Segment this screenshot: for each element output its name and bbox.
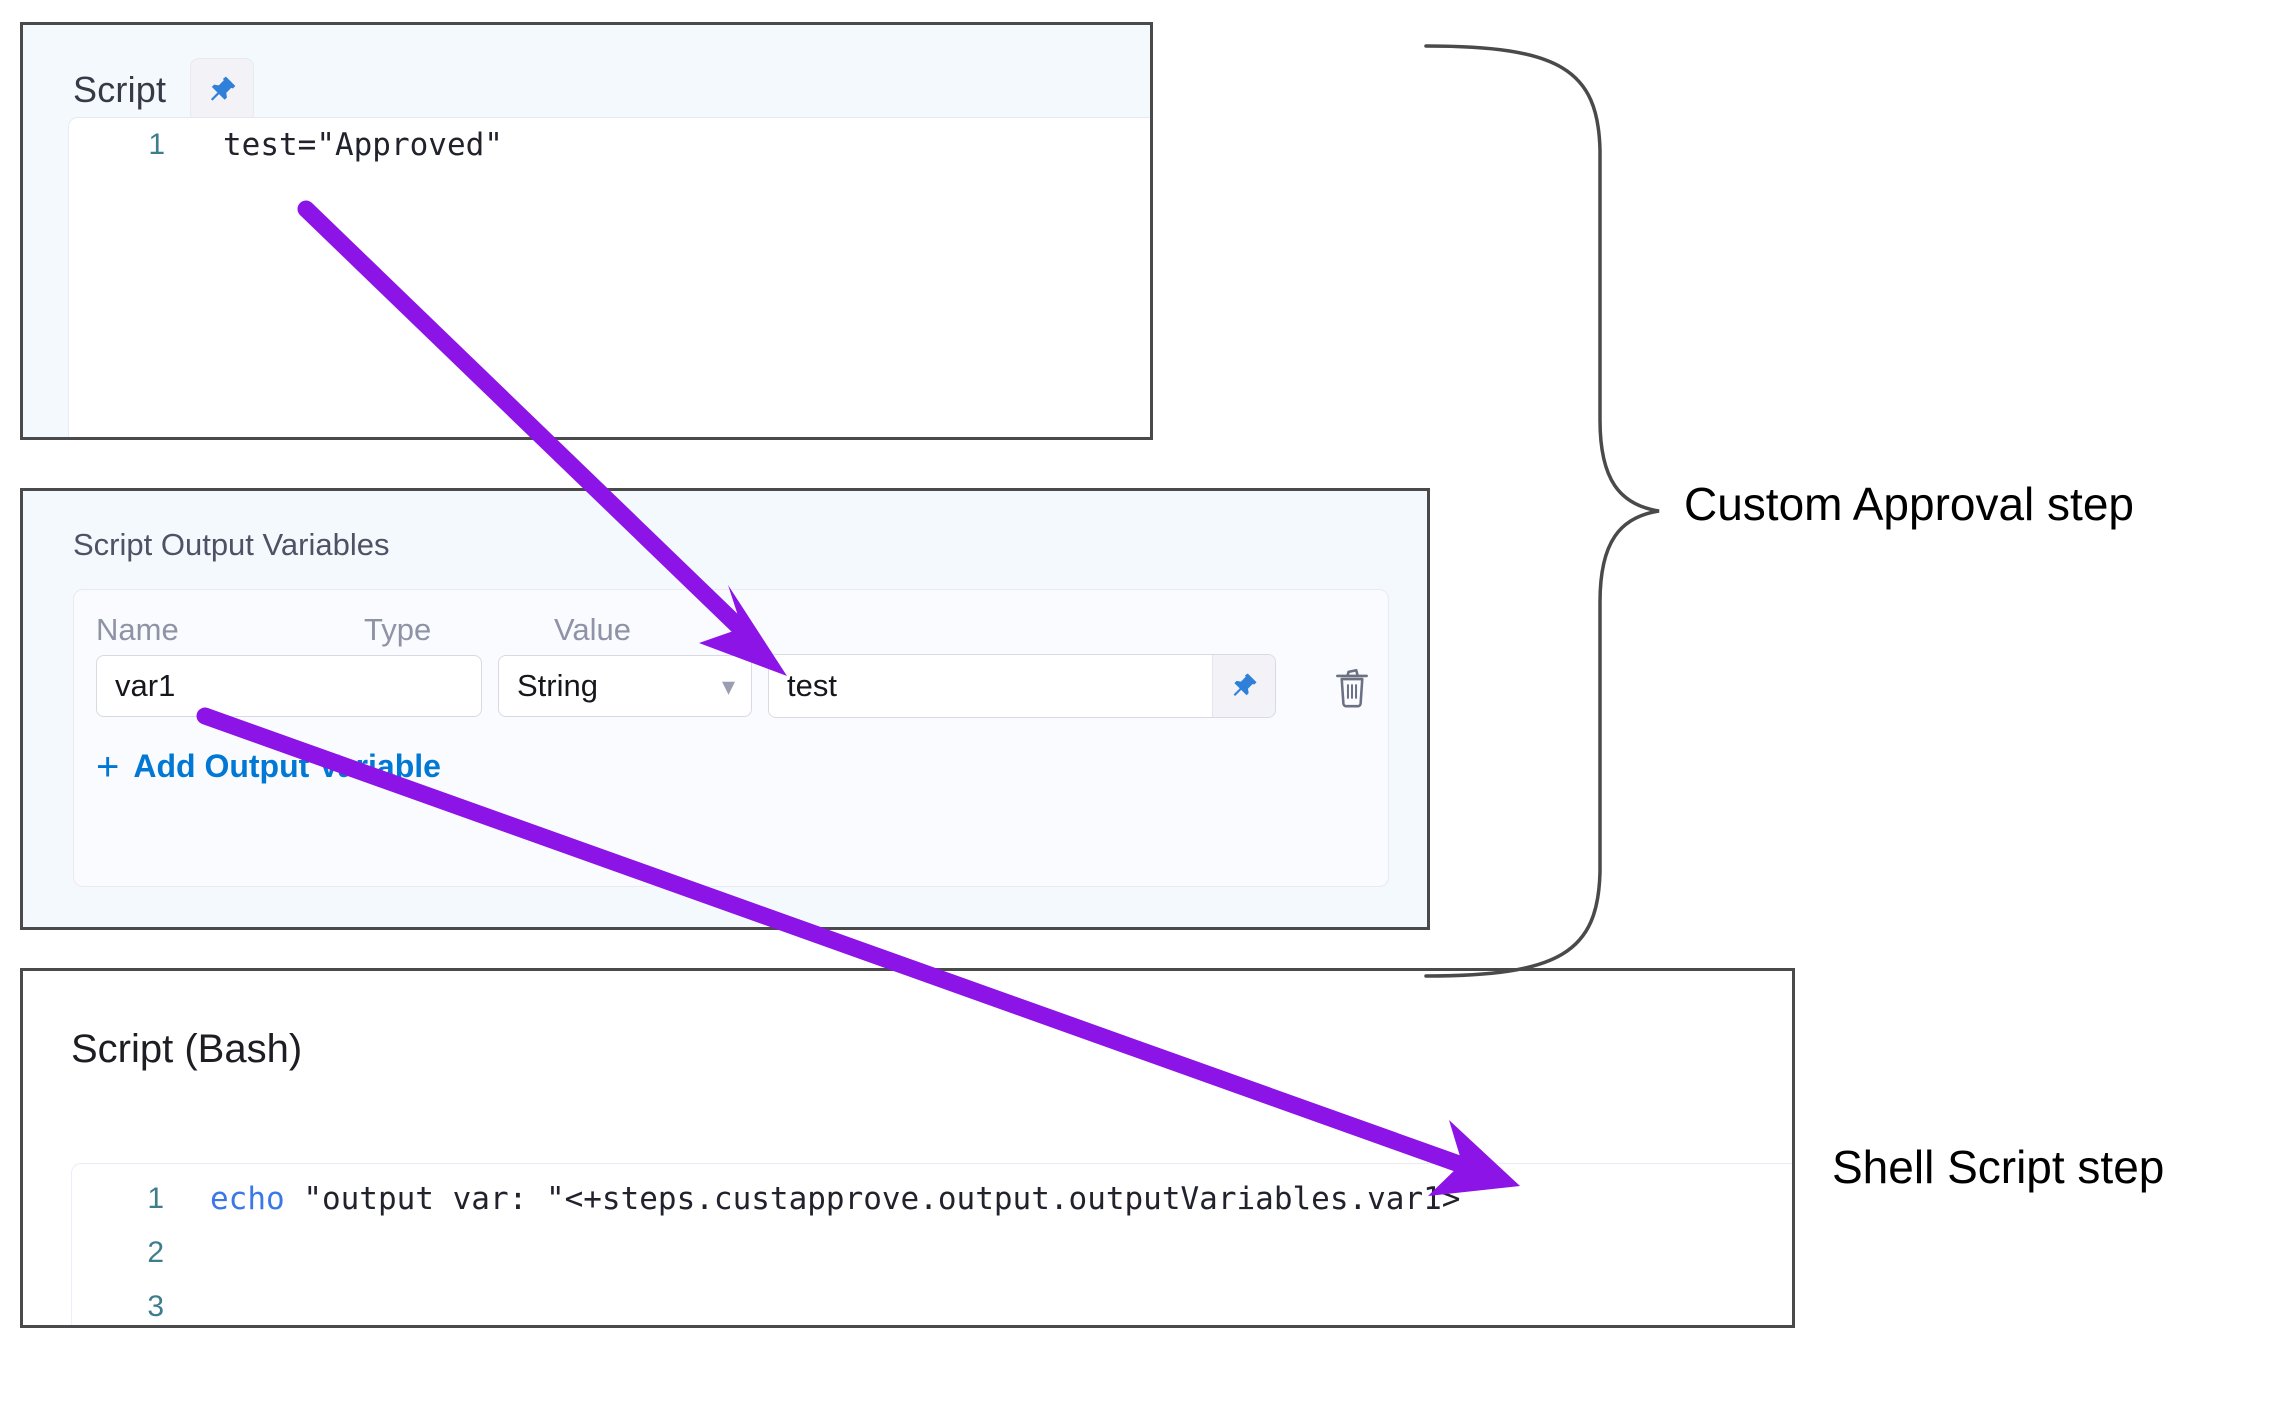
curly-brace xyxy=(1424,44,1660,978)
column-header-name: Name xyxy=(96,612,179,647)
script-panel: Script 1 test="Approved" xyxy=(20,22,1153,440)
bash-script-panel: Script (Bash) 1 echo "output var: "<+ste… xyxy=(20,968,1795,1328)
line-number: 1 xyxy=(148,128,165,161)
variable-type-value: String xyxy=(517,668,598,703)
output-variables-table: Name Type Value var1 String ▾ test xyxy=(73,589,1389,887)
trash-icon xyxy=(1336,668,1368,708)
output-variables-title: Script Output Variables xyxy=(73,527,390,562)
pin-icon xyxy=(211,76,236,101)
variable-value-field: test xyxy=(768,654,1276,718)
script-output-variables-panel: Script Output Variables Name Type Value … xyxy=(20,488,1430,930)
code-rest: "output var: "<+steps.custapprove.output… xyxy=(284,1181,1461,1217)
add-output-variable-button[interactable]: + Add Output Variable xyxy=(74,718,1388,789)
code-keyword: echo xyxy=(210,1181,285,1217)
script-code-editor[interactable]: 1 test="Approved" xyxy=(68,117,1150,437)
script-panel-title: Script xyxy=(73,69,167,110)
chevron-down-icon: ▾ xyxy=(721,671,735,701)
column-header-value: Value xyxy=(554,612,631,647)
annotation-custom-approval-step: Custom Approval step xyxy=(1684,478,2135,530)
code-line: 3 xyxy=(72,1280,1792,1325)
code-text: test="Approved" xyxy=(223,127,503,163)
code-line: 1 test="Approved" xyxy=(69,118,1150,172)
add-output-variable-label: Add Output Variable xyxy=(133,748,441,784)
pin-icon xyxy=(1233,673,1257,696)
table-column-headers: Name Type Value xyxy=(74,590,1388,648)
value-pin-button[interactable] xyxy=(1212,655,1275,717)
code-line: 1 echo "output var: "<+steps.custapprove… xyxy=(72,1172,1792,1226)
variable-type-select[interactable]: String ▾ xyxy=(498,655,752,717)
code-line: 2 xyxy=(72,1226,1792,1280)
line-number: 3 xyxy=(147,1290,164,1323)
line-number: 2 xyxy=(147,1236,164,1269)
table-row: var1 String ▾ test xyxy=(74,648,1388,718)
column-header-type: Type xyxy=(364,612,432,647)
bash-panel-title: Script (Bash) xyxy=(71,1027,303,1071)
pin-button[interactable] xyxy=(190,58,255,122)
variable-name-input[interactable]: var1 xyxy=(96,655,482,717)
code-text: echo "output var: "<+steps.custapprove.o… xyxy=(164,1172,1460,1226)
line-number: 1 xyxy=(147,1182,164,1215)
annotation-shell-script-step: Shell Script step xyxy=(1832,1141,2165,1193)
variable-value-input[interactable]: test xyxy=(769,655,1212,717)
plus-icon: + xyxy=(96,744,120,789)
delete-variable-button[interactable] xyxy=(1326,658,1378,714)
script-panel-header: Script xyxy=(23,25,1150,122)
bash-code-editor[interactable]: 1 echo "output var: "<+steps.custapprove… xyxy=(71,1163,1792,1325)
